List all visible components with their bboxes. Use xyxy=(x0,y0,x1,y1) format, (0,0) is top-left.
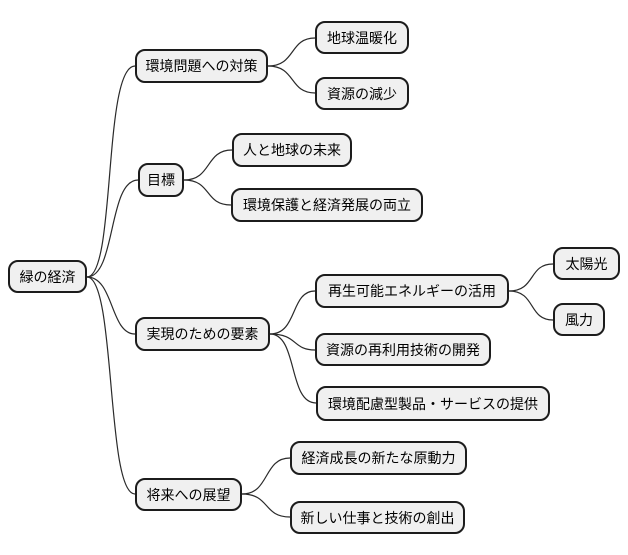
node-renewable-energy-use: 再生可能エネルギーの活用 xyxy=(315,274,509,308)
connector-root-to-goals xyxy=(86,179,139,278)
node-resource-recycling-tech: 資源の再利用技術の開発 xyxy=(315,333,491,366)
connector-goals-to-future-people-earth xyxy=(183,149,233,181)
connector-elements-to-eco-products xyxy=(269,333,317,404)
connector-renewable-to-solar xyxy=(508,263,554,292)
connector-outlook-to-growth-driver xyxy=(241,457,291,495)
node-eco-products-services: 環境配慮型製品・サービスの提供 xyxy=(316,386,550,421)
connector-measures-to-resource-depletion xyxy=(267,65,316,94)
node-future-people-earth: 人と地球の未来 xyxy=(232,133,352,167)
node-future-outlook: 将来への展望 xyxy=(135,478,242,511)
connector-elements-to-recycling-tech xyxy=(269,333,316,351)
connector-root-to-environmental-measures xyxy=(86,65,136,278)
connector-measures-to-global-warming xyxy=(267,37,316,67)
node-solar-power: 太陽光 xyxy=(553,247,620,280)
node-goals: 目標 xyxy=(138,163,184,197)
node-global-warming: 地球温暖化 xyxy=(315,21,409,54)
connector-goals-to-balance xyxy=(183,179,232,206)
connector-renewable-to-wind xyxy=(508,290,554,321)
connector-elements-to-renewable-energy xyxy=(269,290,316,335)
connector-root-to-elements xyxy=(86,276,136,335)
node-elements-for-realization: 実現のための要素 xyxy=(135,317,270,351)
node-new-jobs-and-tech: 新しい仕事と技術の創出 xyxy=(290,501,465,534)
connector-root-to-outlook xyxy=(86,276,136,495)
connector-outlook-to-new-jobs xyxy=(241,493,291,518)
node-green-economy: 緑の経済 xyxy=(8,260,87,293)
node-economic-growth-driver: 経済成長の新たな原動力 xyxy=(290,441,467,475)
node-environmental-measures: 環境問題への対策 xyxy=(135,49,268,83)
node-wind-power: 風力 xyxy=(553,303,605,336)
node-resource-depletion: 資源の減少 xyxy=(315,77,409,110)
node-balance-environment-economy: 環境保護と経済発展の両立 xyxy=(231,188,423,222)
